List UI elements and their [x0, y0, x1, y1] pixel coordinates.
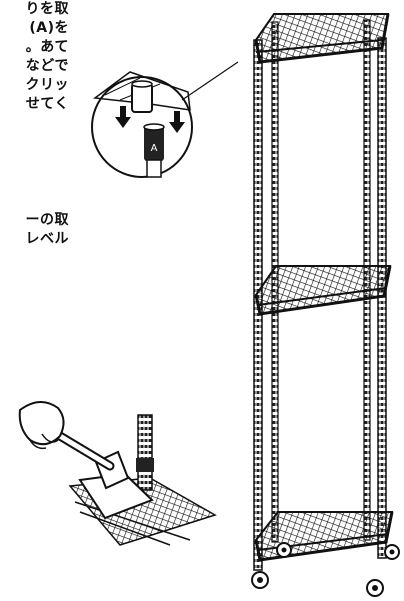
down-arrow-icon [115, 106, 131, 128]
instruction-line: レベル [25, 231, 69, 247]
instruction-text-1: りを取 (A)を 。あて などで クリッ せてく [26, 0, 70, 114]
instruction-line: 。あて [25, 39, 69, 55]
instruction-text-2: ーの取 レベル [26, 211, 70, 249]
caster-wheel-icon [251, 571, 269, 589]
caster-wheel-icon [384, 544, 400, 560]
shelf-top [254, 13, 390, 64]
shelf-bottom [254, 511, 394, 562]
instruction-line: などで [25, 58, 69, 74]
instruction-line: りを取 [25, 1, 69, 17]
instruction-line: クリッ [25, 77, 69, 93]
hammer-illustration [18, 401, 217, 546]
down-arrow-icon [169, 111, 185, 133]
instruction-line: (A)を [29, 20, 69, 36]
shelf-middle [254, 265, 392, 316]
shelf-unit [251, 13, 400, 597]
instruction-line: せてく [25, 96, 69, 112]
part-label: A [151, 143, 158, 154]
instruction-line: ーの取 [25, 212, 69, 228]
caster-wheel-icon [366, 579, 384, 597]
detail-callout: A [91, 61, 239, 178]
caster-wheel-icon [276, 542, 292, 558]
